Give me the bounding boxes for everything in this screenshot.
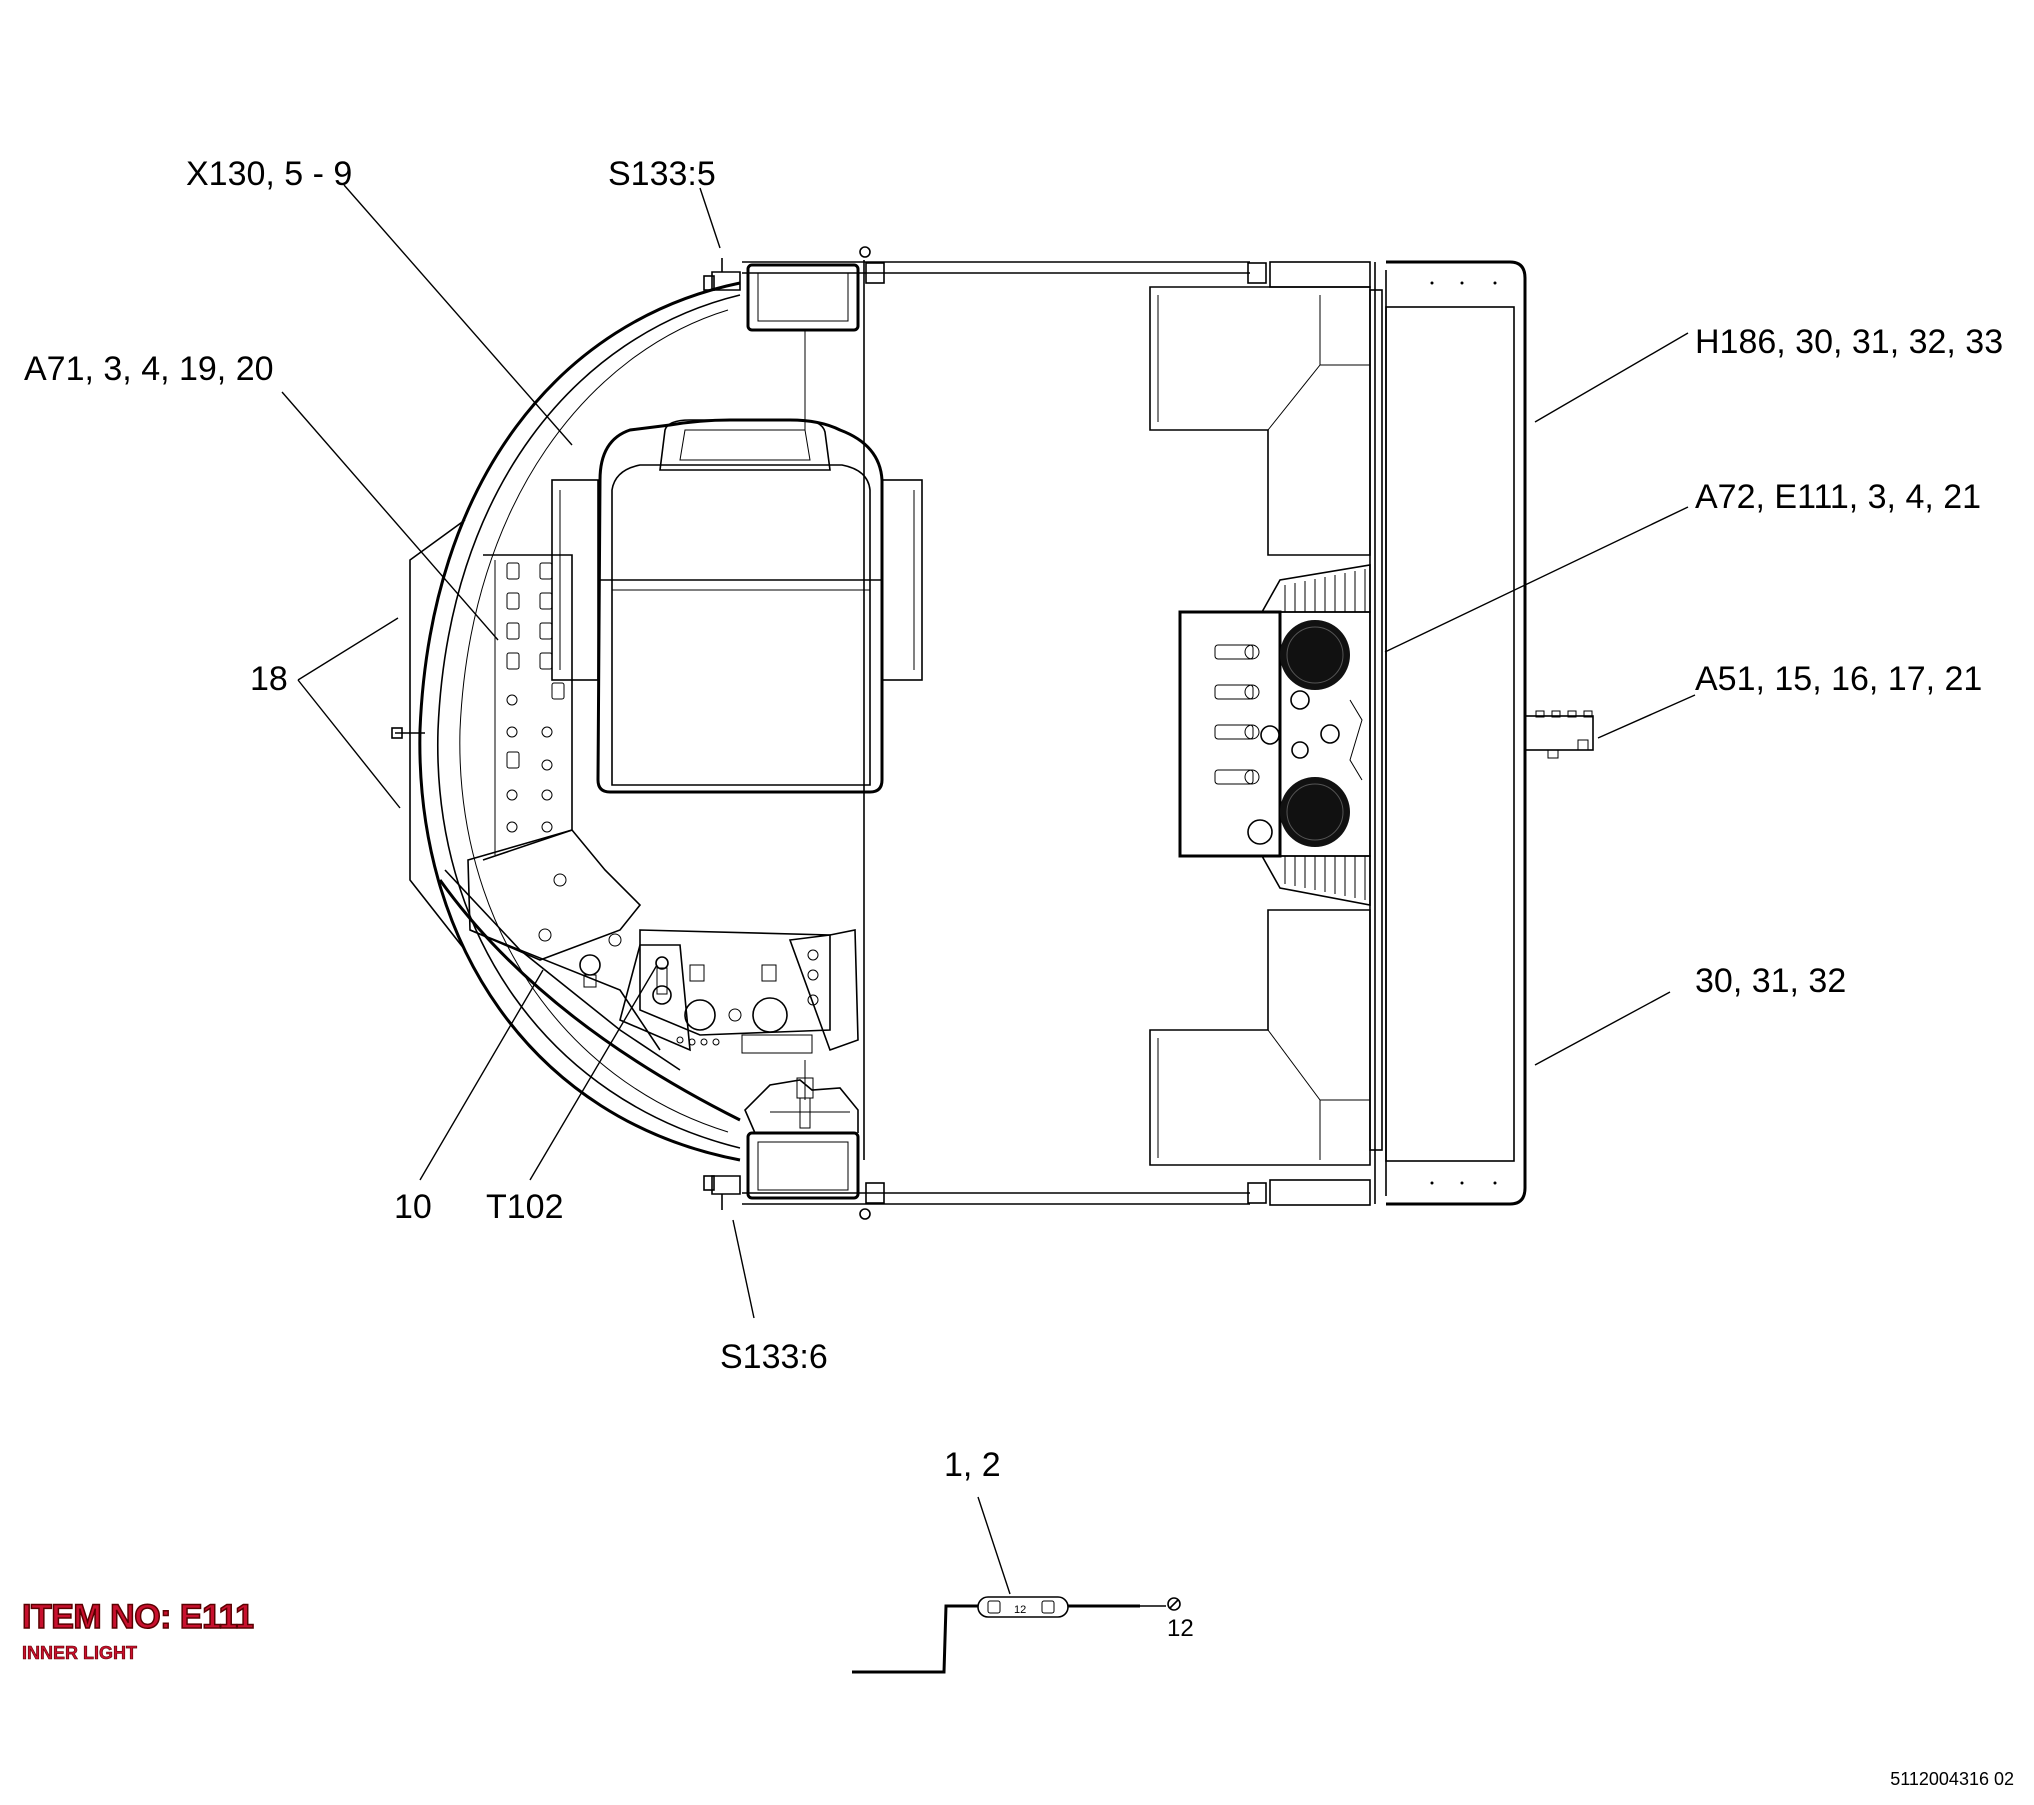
ground-terminal [1167, 1597, 1181, 1611]
callout-labels: X130, 5 - 9 S133:5 A71, 3, 4, 19, 20 H18… [24, 155, 2003, 1484]
document-number: 5112004316 02 [1890, 1769, 2014, 1789]
callout-s133-6: S133:6 [720, 1338, 828, 1376]
operator-seat [551, 418, 923, 794]
inner-light-detail: 12 12 [852, 1596, 1194, 1674]
right-console [1149, 286, 1371, 1166]
callout-a72: A72, E111, 3, 4, 21 [1695, 478, 1981, 516]
callout-h186: H186, 30, 31, 32, 33 [1695, 323, 2003, 361]
item-description: INNER LIGHT [22, 1643, 138, 1663]
callout-18: 18 [250, 660, 288, 698]
switch-column-left [506, 562, 520, 833]
switch-column-right [539, 562, 565, 833]
pedal-area [744, 1077, 859, 1134]
callout-t102: T102 [486, 1188, 564, 1226]
cab-outline [391, 260, 1527, 1206]
item-number-title: ITEM NO: E111 [21, 1598, 255, 1636]
fixture-label: 12 [1014, 1604, 1026, 1616]
leader-lines [281, 184, 1696, 1595]
callout-a51: A51, 15, 16, 17, 21 [1695, 660, 1982, 698]
callout-s133-5: S133:5 [608, 155, 716, 193]
callout-10: 10 [394, 1188, 432, 1226]
roof-connector-block [1524, 710, 1594, 759]
tray-hatching [1284, 569, 1366, 900]
callout-1-2: 1, 2 [944, 1446, 1001, 1484]
callout-x130: X130, 5 - 9 [186, 155, 352, 193]
lower-rotary-knob [1280, 777, 1350, 847]
callout-30-31-32: 30, 31, 32 [1695, 962, 1846, 1000]
terminal-label: 12 [1167, 1615, 1194, 1642]
corner-posts [703, 246, 1371, 1220]
front-console [438, 829, 859, 1122]
callout-a71: A71, 3, 4, 19, 20 [24, 350, 274, 388]
left-switch-panel [482, 554, 573, 861]
upper-rotary-knob [1280, 620, 1350, 690]
